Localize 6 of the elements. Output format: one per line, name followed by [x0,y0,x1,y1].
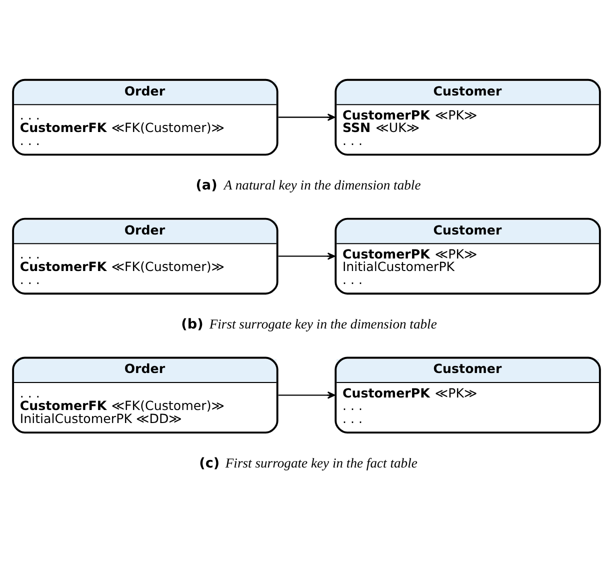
arrow [278,392,336,399]
arrow [278,252,336,260]
label: (b) First surrogate key in the dimension table [181,316,437,332]
arrow [278,114,336,121]
label: (c) First surrogate key in the fact table [199,455,418,472]
label: (a) A natural key in the dimension table [196,177,421,194]
